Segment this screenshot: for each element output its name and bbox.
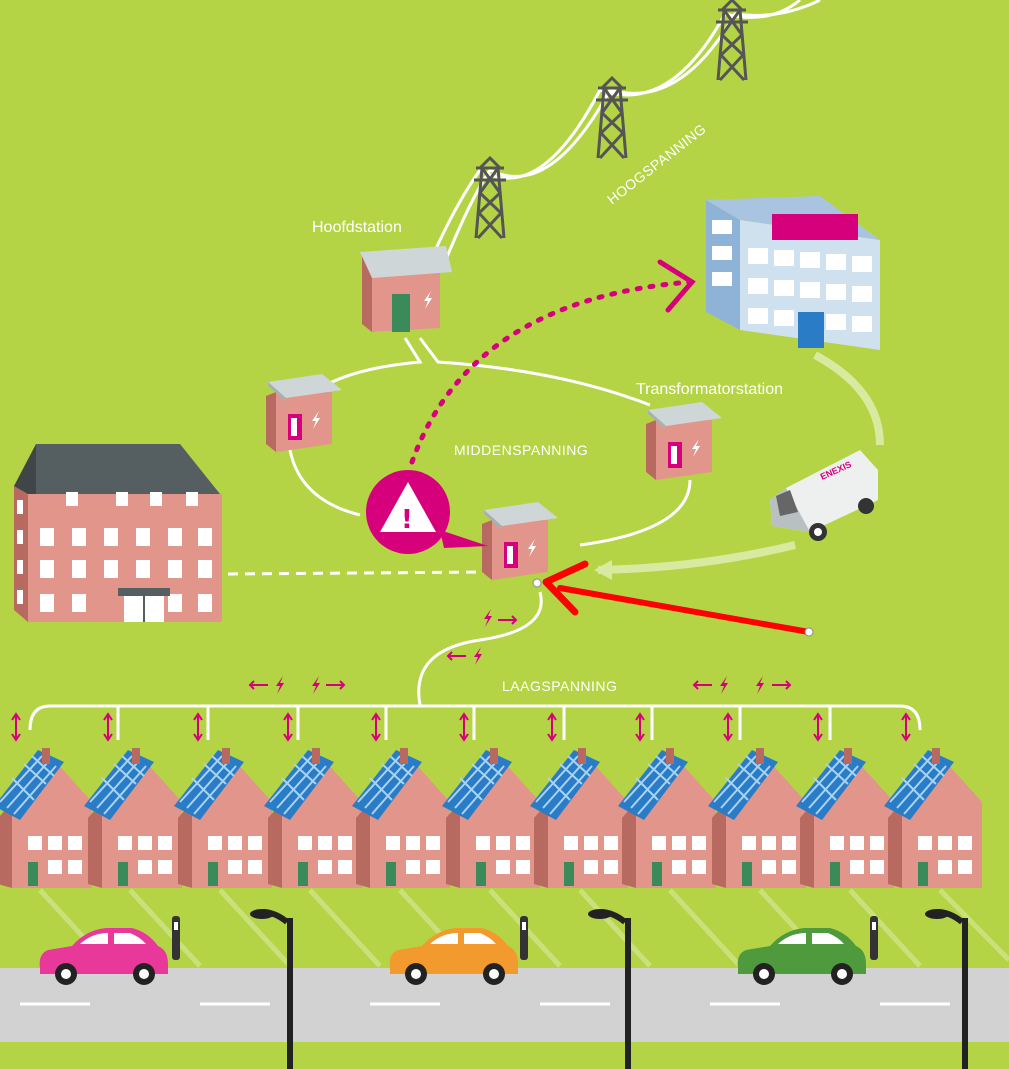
red-arrow-icon <box>532 560 814 637</box>
dashed-connection <box>227 570 489 576</box>
label-hoofdstation: Hoofdstation <box>312 219 402 236</box>
office-van-line <box>813 351 884 446</box>
warning-symbol: ! <box>401 505 413 535</box>
low-voltage-network <box>11 591 922 742</box>
warning-icon <box>380 482 436 532</box>
substation-right <box>646 402 722 480</box>
high-voltage-lines <box>428 0 821 263</box>
substation-center <box>482 502 558 580</box>
chevron-right-icon <box>657 259 696 313</box>
hoofdstation-building <box>360 246 452 332</box>
van-substation-line <box>597 541 796 574</box>
label-transformatorstation: Transformatorstation <box>636 381 783 398</box>
warning-bubble: ! <box>366 470 488 554</box>
apartment-building <box>14 444 222 622</box>
label-middenspanning: MIDDENSPANNING <box>454 442 588 458</box>
service-van: ENEXIS <box>770 450 878 541</box>
substation-left <box>266 374 342 452</box>
charger-icon <box>870 916 878 960</box>
houses-row <box>0 747 983 889</box>
charger-icon <box>520 916 528 960</box>
office-building <box>706 196 880 350</box>
label-laagspanning: LAAGSPANNING <box>502 678 617 694</box>
bidirectional-arrow-icon <box>11 712 911 742</box>
charger-icon <box>172 916 180 960</box>
